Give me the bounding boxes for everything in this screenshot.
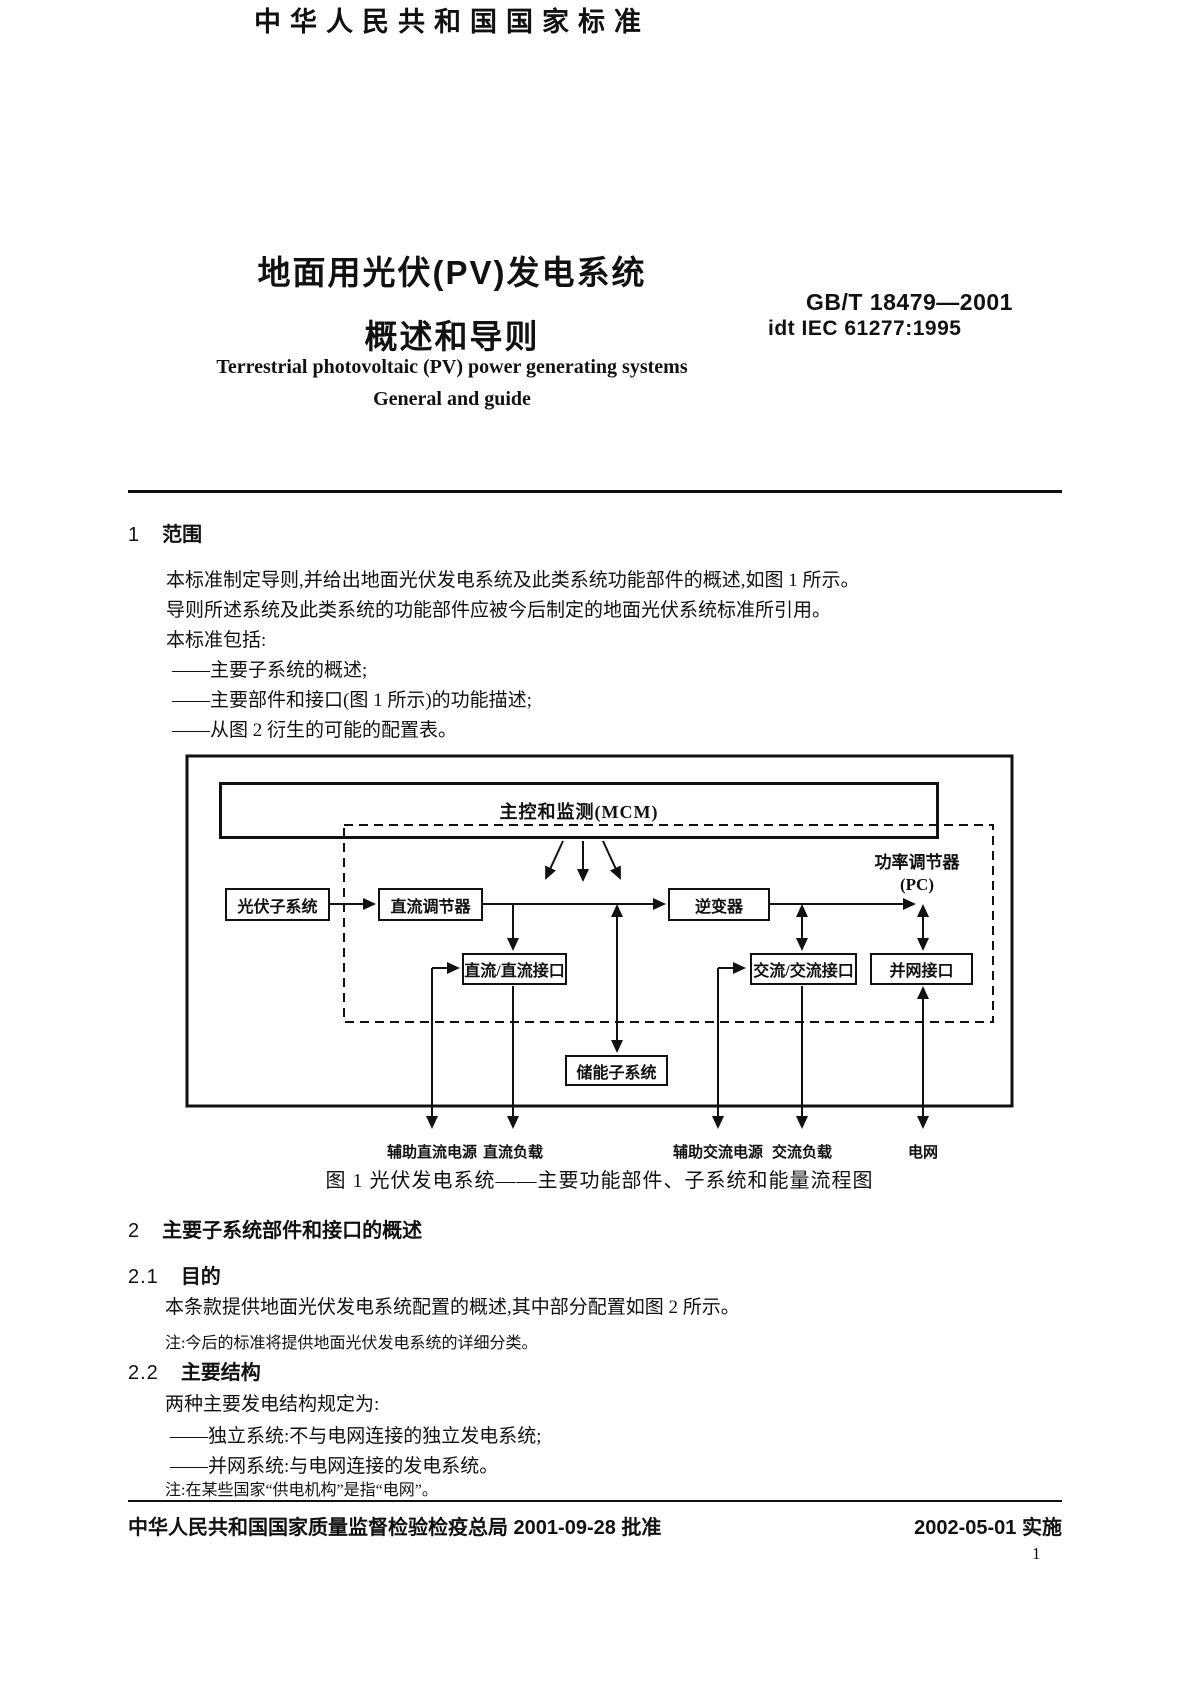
section2-title: 主要子系统部件和接口的概述 (162, 1220, 423, 1242)
section2-1-title: 目的 (180, 1266, 221, 1288)
diagram-box-dc-regulator: 直流调节器 (378, 888, 483, 921)
section1-number: 1 (128, 524, 141, 546)
standard-number: GB/T 18479—2001 (806, 289, 1013, 315)
section1-body: 本标准制定导则,并给出地面光伏发电系统及此类系统功能部件的概述,如图 1 所示。… (128, 566, 1068, 746)
approval-authority-line: 中华人民共和国国家质量监督检验检疫总局 2001-09-28 批准 (128, 1517, 662, 1539)
diagram-box-pv-subsystem: 光伏子系统 (225, 888, 330, 921)
note: 注:在某些国家“供电机构”是指“电网”。 (165, 1482, 438, 1499)
paragraph: 本标准包括: (166, 630, 267, 651)
list-item: ——从图 2 衍生的可能的配置表。 (172, 720, 458, 741)
list-item: ——主要部件和接口(图 1 所示)的功能描述; (172, 690, 532, 711)
implementation-date: 2002-05-01 实施 (914, 1517, 1062, 1539)
document-title-line2: 概述和导则 (364, 318, 540, 355)
paragraph: 本标准制定导则,并给出地面光伏发电系统及此类系统功能部件的概述,如图 1 所示。 (166, 570, 860, 591)
label-dc-load: 直流负载 (482, 1144, 544, 1161)
english-title-line1: Terrestrial photovoltaic (PV) power gene… (216, 356, 688, 378)
paragraph: 本条款提供地面光伏发电系统配置的概述,其中部分配置如图 2 所示。 (165, 1297, 740, 1318)
label-grid: 电网 (907, 1144, 939, 1161)
section2-2-title: 主要结构 (180, 1362, 261, 1384)
power-conditioner-label: 功率调节器 (PC) (875, 852, 960, 896)
label-ac-load: 交流负载 (771, 1144, 833, 1161)
section2-2-number: 2.2 (128, 1362, 159, 1384)
list-item: ——独立系统:不与电网连接的独立发电系统; (170, 1426, 542, 1447)
document-title-line1: 地面用光伏(PV)发电系统 (257, 254, 647, 291)
label-aux-dc-power: 辅助直流电源 (386, 1144, 478, 1161)
english-title-line2: General and guide (373, 388, 531, 410)
figure-caption: 图 1 光伏发电系统——主要功能部件、子系统和能量流程图 (325, 1170, 874, 1192)
section1-heading: 1 范围 (128, 518, 202, 547)
national-standard-label: 中华人民共和国国家标准 (254, 7, 650, 37)
note: 注:今后的标准将提供地面光伏发电系统的详细分类。 (165, 1335, 538, 1352)
section2-1-heading: 2.1 目的 (128, 1260, 221, 1289)
diagram-box-mcm: 主控和监测(MCM) (219, 782, 939, 839)
list-item: ——主要子系统的概述; (172, 660, 368, 681)
label-aux-ac-power: 辅助交流电源 (672, 1144, 764, 1161)
power-conditioner-label-line2: (PC) (900, 875, 934, 894)
diagram-box-ac-ac-interface: 交流/交流接口 (750, 953, 857, 985)
footer-rule (128, 1500, 1062, 1502)
section2-1-number: 2.1 (128, 1266, 159, 1288)
paragraph: 两种主要发电结构规定为: (165, 1394, 380, 1415)
diagram-box-storage-subsystem: 储能子系统 (565, 1055, 668, 1086)
diagram-box-grid-interface: 并网接口 (870, 953, 973, 985)
idt-reference: idt IEC 61277:1995 (768, 317, 962, 340)
section2-heading: 2 主要子系统部件和接口的概述 (128, 1214, 422, 1243)
diagram-box-dc-dc-interface: 直流/直流接口 (462, 953, 567, 985)
power-conditioner-label-line1: 功率调节器 (874, 853, 960, 872)
page-number: 1 (1032, 1544, 1041, 1563)
header-rule (128, 490, 1062, 493)
section2-number: 2 (128, 1220, 141, 1242)
section2-2-heading: 2.2 主要结构 (128, 1356, 261, 1385)
list-item: ——并网系统:与电网连接的发电系统。 (170, 1456, 499, 1477)
paragraph: 导则所述系统及此类系统的功能部件应被今后制定的地面光伏系统标准所引用。 (166, 600, 832, 621)
diagram-box-inverter: 逆变器 (668, 888, 770, 921)
section1-title: 范围 (162, 524, 203, 546)
